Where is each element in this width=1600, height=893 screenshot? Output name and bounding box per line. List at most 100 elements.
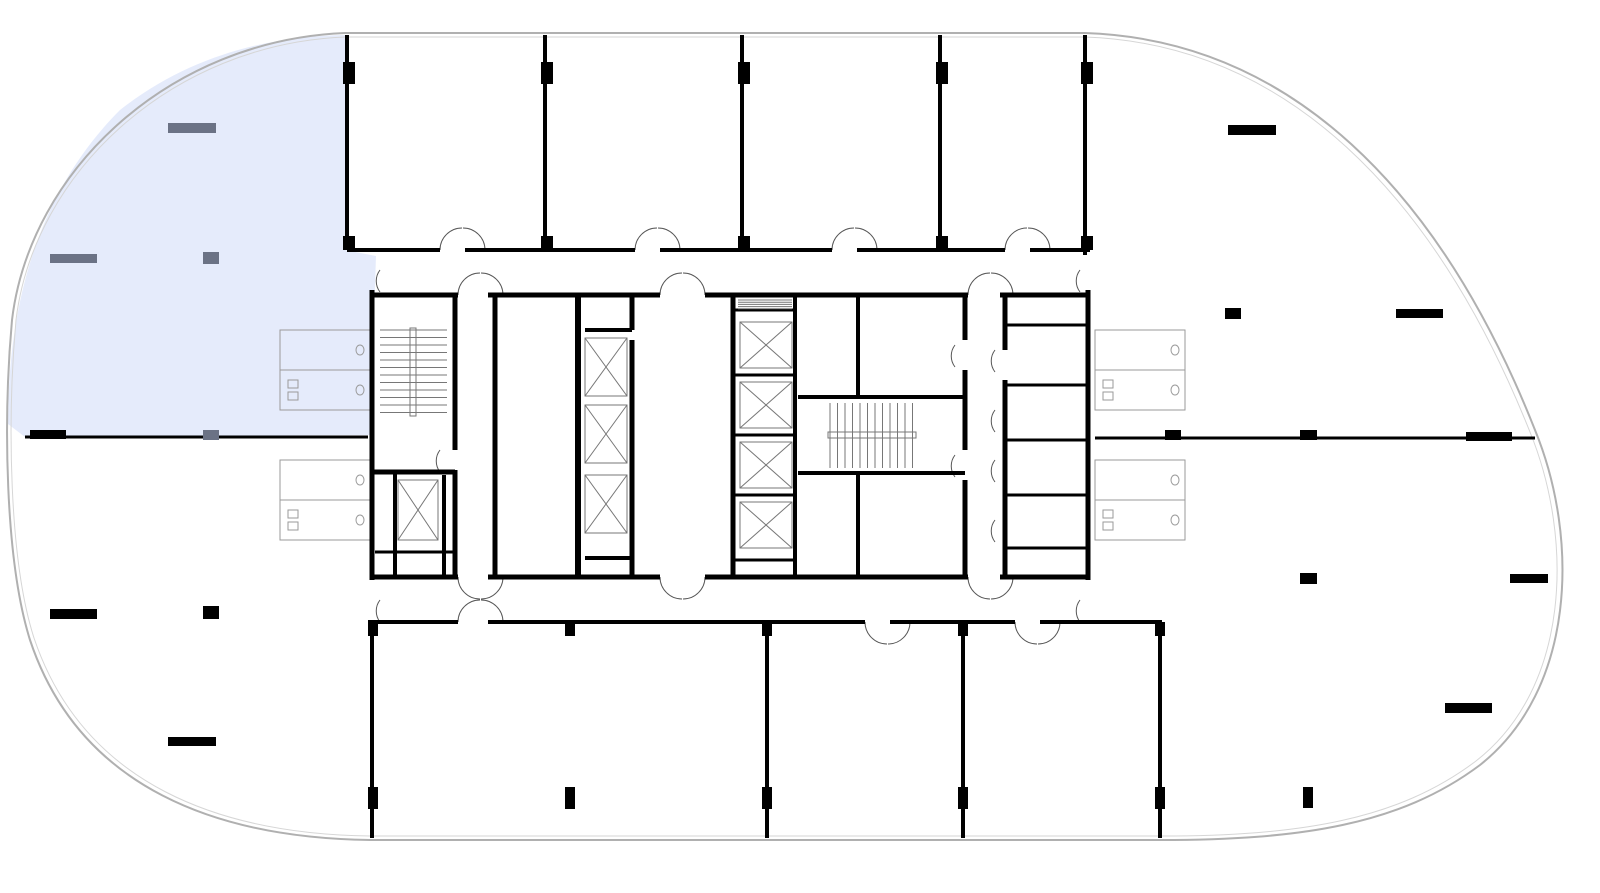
- door: [990, 459, 996, 483]
- column: [1228, 125, 1276, 135]
- elevator-car: [739, 441, 793, 489]
- door: [634, 227, 681, 251]
- sink: [1102, 521, 1114, 531]
- column: [368, 620, 378, 636]
- stair-handrail: [827, 431, 917, 439]
- door: [435, 449, 441, 473]
- column: [565, 787, 575, 809]
- column: [50, 609, 97, 619]
- elevator-cross: [584, 337, 628, 397]
- door: [831, 227, 878, 251]
- door: [950, 344, 956, 368]
- elevator-car: [739, 501, 793, 549]
- column: [30, 430, 66, 439]
- column: [168, 737, 216, 746]
- column: [203, 252, 219, 264]
- stairs: [380, 299, 917, 468]
- door: [1004, 227, 1051, 251]
- door: [659, 272, 706, 296]
- elevator-car: [739, 321, 793, 369]
- stair-handrail: [409, 327, 417, 417]
- column: [1081, 62, 1093, 84]
- elevator-car: [584, 337, 628, 397]
- toilet: [355, 474, 365, 486]
- column: [1466, 432, 1512, 441]
- column: [1225, 308, 1241, 319]
- column: [762, 622, 772, 636]
- sink: [1102, 391, 1114, 401]
- elevator-cross: [584, 404, 628, 464]
- door: [990, 349, 996, 373]
- column: [203, 430, 219, 440]
- doors: [375, 227, 1081, 645]
- column: [958, 622, 968, 636]
- column: [541, 62, 553, 84]
- door: [1075, 269, 1081, 293]
- elevator-car: [397, 479, 439, 541]
- column: [1445, 703, 1492, 713]
- sink: [287, 391, 299, 401]
- door: [1014, 621, 1061, 645]
- toilet: [1170, 344, 1180, 356]
- toilet: [355, 514, 365, 526]
- column: [1155, 787, 1165, 809]
- building-facade: [6, 32, 1564, 841]
- door: [1075, 599, 1081, 623]
- column: [368, 787, 378, 809]
- column: [1165, 430, 1181, 440]
- elevator-cross: [739, 441, 793, 489]
- column: [762, 787, 772, 809]
- column: [738, 62, 750, 84]
- column: [1510, 574, 1548, 583]
- door: [990, 409, 996, 433]
- door: [457, 576, 504, 600]
- door: [457, 599, 504, 623]
- sink: [1102, 509, 1114, 519]
- toilet: [1170, 514, 1180, 526]
- column: [343, 62, 355, 84]
- door: [967, 576, 1014, 600]
- column: [958, 787, 968, 809]
- toilet: [1170, 474, 1180, 486]
- elevator-car: [584, 404, 628, 464]
- toilet: [1170, 384, 1180, 396]
- elevators: [397, 321, 793, 549]
- column: [1396, 309, 1443, 318]
- door: [967, 272, 1014, 296]
- column: [1081, 236, 1093, 250]
- door: [457, 272, 504, 296]
- column: [738, 236, 750, 250]
- column: [541, 236, 553, 250]
- column: [50, 254, 97, 263]
- sink: [287, 521, 299, 531]
- elevator-cross: [739, 501, 793, 549]
- sink: [287, 379, 299, 389]
- column: [565, 622, 575, 636]
- toilet: [355, 384, 365, 396]
- elevator-cross: [739, 381, 793, 429]
- toilet: [355, 344, 365, 356]
- door: [659, 576, 706, 600]
- column: [203, 606, 219, 619]
- elevator-cross: [584, 474, 628, 534]
- column: [936, 236, 948, 250]
- selected-space-north-west[interactable]: [8, 35, 376, 437]
- sink: [1102, 379, 1114, 389]
- column: [1300, 573, 1317, 584]
- column: [1303, 787, 1313, 808]
- elevator-cross: [397, 479, 439, 541]
- column: [168, 123, 216, 133]
- door: [990, 519, 996, 543]
- door: [864, 621, 911, 645]
- columns: [30, 62, 1548, 809]
- elevator-car: [584, 474, 628, 534]
- door: [375, 269, 381, 293]
- elevator-car: [739, 381, 793, 429]
- column: [936, 62, 948, 84]
- door: [439, 227, 486, 251]
- door: [950, 454, 956, 478]
- sink: [287, 509, 299, 519]
- column: [1300, 430, 1317, 440]
- elevator-cross: [739, 321, 793, 369]
